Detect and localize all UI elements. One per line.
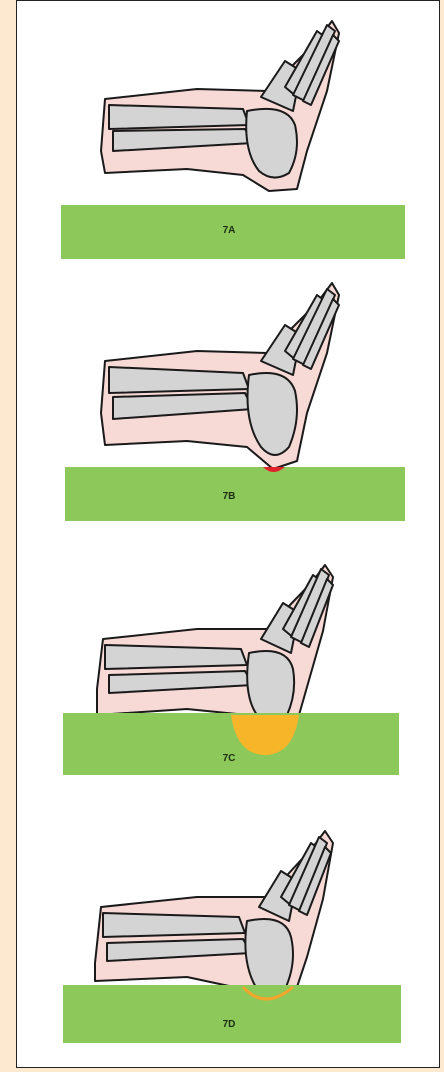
panel-7d: 7D: [17, 797, 441, 1057]
panel-label: 7C: [17, 753, 441, 764]
foot-skeleton-icon: [17, 263, 441, 523]
foot-skeleton-icon: [17, 797, 441, 1057]
panel-label: 7A: [17, 225, 441, 236]
panel-7a: 7A: [17, 1, 441, 261]
foot-skeleton-icon: [17, 1, 441, 261]
panel-7b: 7B: [17, 263, 441, 523]
figure-frame: 7A 7B: [16, 0, 440, 1068]
panel-7c: 7C: [17, 529, 441, 789]
ground-block: [63, 985, 401, 1043]
panel-label: 7B: [17, 491, 441, 502]
foot-skeleton-icon: [17, 529, 441, 789]
ground-block: [63, 713, 399, 775]
panel-label: 7D: [17, 1019, 441, 1030]
